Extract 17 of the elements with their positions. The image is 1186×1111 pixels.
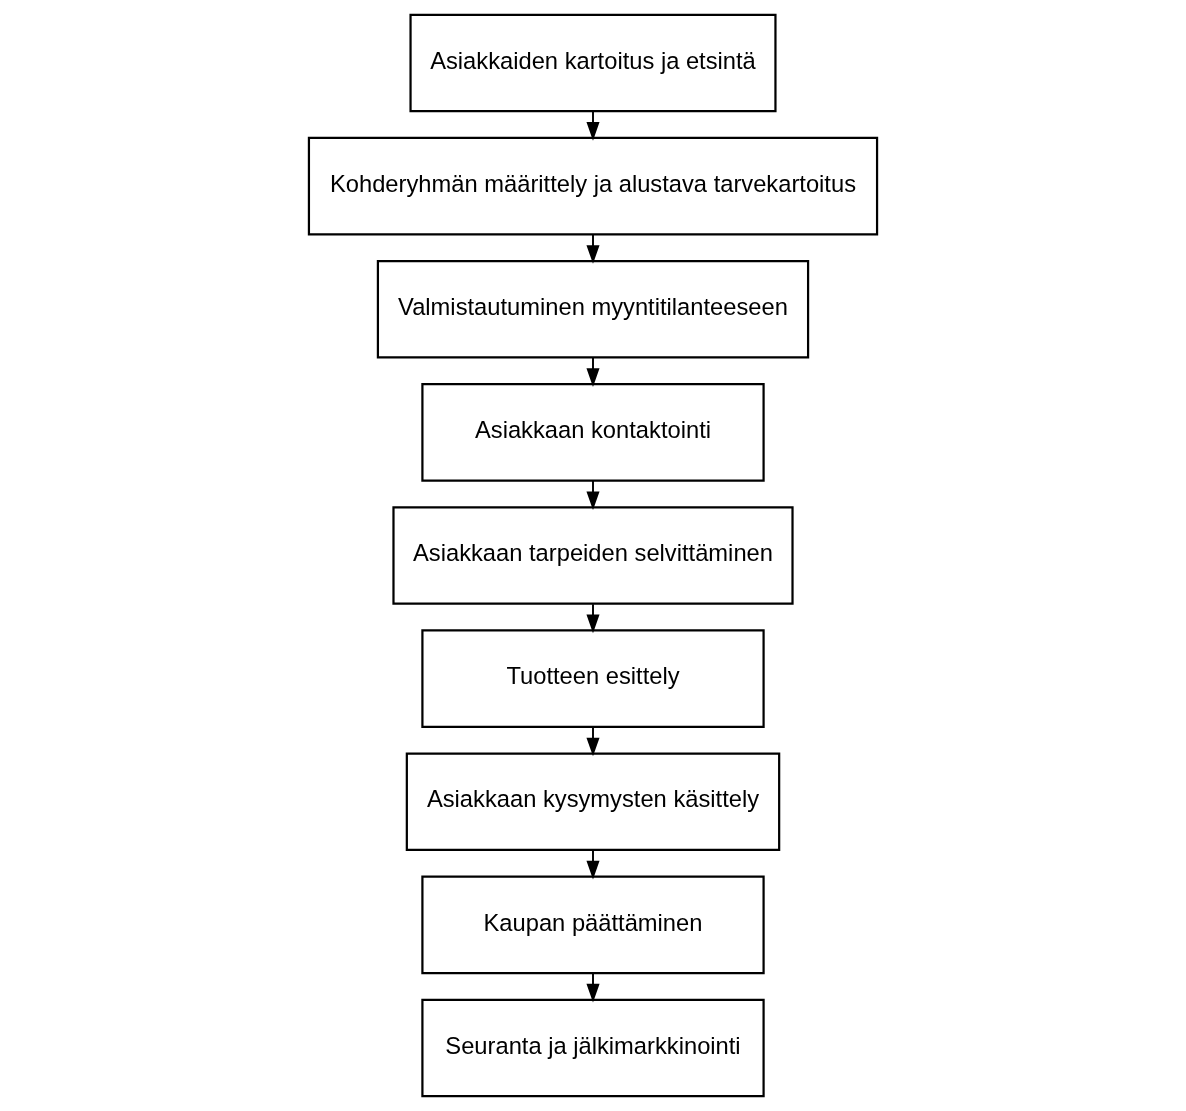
node-box: Asiakkaan kysymysten käsittely bbox=[405, 752, 781, 852]
arrow bbox=[586, 480, 600, 511]
node-box: Kohderyhmän määrittely ja alustava tarvekartoitus bbox=[307, 136, 879, 236]
node-box: Seuranta ja jälkimarkkinointi bbox=[421, 998, 765, 1098]
node-box: Asiakkaan tarpeiden selvittäminen bbox=[392, 506, 794, 605]
arrow bbox=[586, 972, 600, 1003]
node-box: Tuotteen esittely bbox=[421, 629, 765, 728]
arrow bbox=[586, 110, 600, 141]
node-box: Asiakkaan kontaktointi bbox=[421, 383, 765, 482]
arrow bbox=[586, 603, 600, 634]
node-box: Valmistautuminen myyntitilanteeseen bbox=[376, 259, 810, 359]
arrow bbox=[586, 726, 600, 757]
arrow bbox=[586, 849, 600, 880]
arrow bbox=[586, 233, 600, 264]
arrow bbox=[586, 356, 600, 387]
node-box: Kaupan päättäminen bbox=[421, 875, 765, 975]
node-box: Asiakkaiden kartoitus ja etsintä bbox=[409, 13, 777, 113]
